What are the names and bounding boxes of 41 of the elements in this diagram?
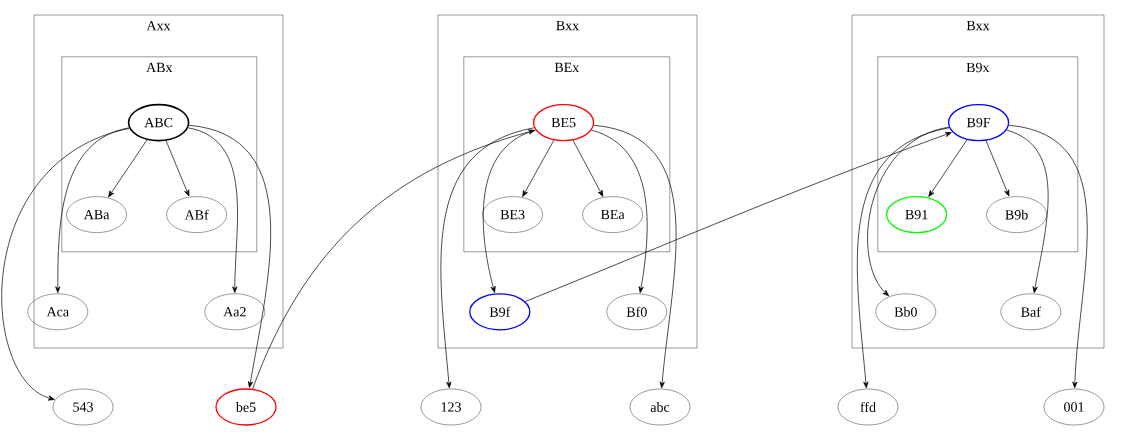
ellipse-node: abc: [629, 388, 691, 426]
ellipse-node: ffd: [837, 388, 899, 426]
arrow: [108, 139, 148, 198]
arrow: [572, 140, 604, 197]
arrow: [165, 140, 190, 197]
ellipse-node: Aa2: [204, 293, 265, 330]
arrow: [440, 127, 535, 389]
arrow: [525, 132, 952, 302]
ellipse-node: B9f: [469, 293, 531, 331]
ellipse-node: Bb0: [875, 293, 936, 330]
ellipse-node: Bf0: [606, 293, 667, 330]
ellipse-node: B9b: [986, 196, 1047, 233]
ellipse-node: 123: [420, 388, 482, 426]
ellipse-node: 543: [52, 388, 114, 426]
ellipse-node: B9F: [947, 103, 1010, 142]
arrow: [985, 140, 1010, 197]
arrow: [522, 139, 555, 197]
ellipse-node: ABC: [127, 103, 190, 142]
ellipse-node: 001: [1043, 388, 1105, 426]
arrow: [187, 127, 238, 293]
ellipse-node: ABa: [66, 196, 127, 233]
ellipse-node: ABf: [166, 196, 227, 233]
arrow: [252, 129, 535, 390]
arrow: [593, 124, 677, 389]
arrow: [857, 127, 950, 389]
ellipse-node: B91: [885, 195, 948, 234]
ellipse-node: Baf: [1000, 293, 1061, 330]
arrow: [188, 124, 271, 388]
arrow: [55, 127, 130, 293]
ellipse-node: BE3: [482, 196, 543, 233]
ellipse-node: be5: [215, 388, 277, 426]
ellipse-node: BEa: [582, 196, 643, 233]
arrow: [1006, 129, 1049, 294]
ellipse-node: BE5: [532, 103, 595, 142]
arrow: [867, 126, 950, 297]
arrow: [928, 139, 968, 197]
arrow: [483, 129, 536, 293]
arrow: [591, 129, 648, 294]
arrow: [1008, 124, 1088, 389]
ellipse-node: Aca: [27, 293, 88, 330]
arrow: [1, 128, 130, 401]
